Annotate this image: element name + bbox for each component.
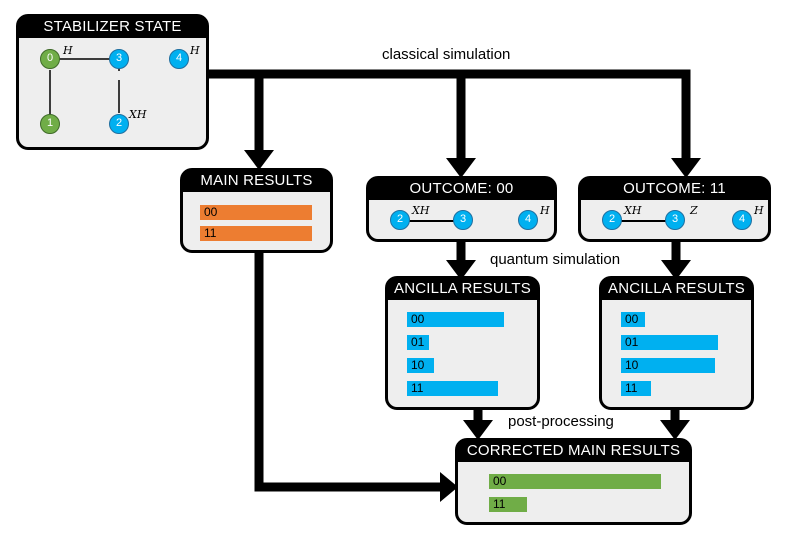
outcome-00-node-2: 2 (390, 210, 410, 230)
graph-node-1: 1 (40, 114, 60, 134)
label-classical-simulation: classical simulation (382, 46, 511, 63)
connector-classical-trunk (207, 69, 691, 160)
arrowhead-main-to-corrected (440, 472, 458, 502)
arrowhead-ancilla11 (661, 260, 691, 280)
outcome-11-gate-node-3: Z (690, 204, 698, 217)
ancilla-results-11-bar-00: 00 (621, 312, 645, 327)
outcome-11-node-4: 4 (732, 210, 752, 230)
label-post-processing: post-processing (508, 413, 614, 430)
ancilla-results-00-title: ANCILLA RESULTS (387, 278, 538, 300)
outcome-11-box: OUTCOME: 11 2 3 4 XH Z H (578, 176, 771, 242)
ancilla-results-11-bar-10: 10 (621, 358, 715, 373)
ancilla-results-00-bar-11: 11 (407, 381, 498, 396)
ancilla-results-11-box: ANCILLA RESULTS 00 01 10 11 (599, 276, 754, 410)
ancilla-results-00-bar-10: 10 (407, 358, 434, 373)
outcome-11-node-3: 3 (665, 210, 685, 230)
main-results-bar-00: 00 (200, 205, 312, 220)
outcome-11-gate-node-2: XH (624, 204, 642, 217)
arrowhead-outcome00 (446, 158, 476, 178)
outcome-11-gate-node-4: H (754, 204, 764, 217)
main-results-box: MAIN RESULTS 00 11 (180, 168, 333, 253)
arrowhead-corrected-left (463, 420, 493, 440)
graph-node-2: 2 (109, 114, 129, 134)
label-quantum-simulation: quantum simulation (490, 251, 621, 268)
main-results-bar-11: 11 (200, 226, 312, 241)
corrected-main-results-box: CORRECTED MAIN RESULTS 00 11 (455, 438, 692, 525)
graph-node-3: 3 (109, 49, 129, 69)
ancilla-results-11-bar-01: 01 (621, 335, 718, 350)
outcome-00-gate-node-4: H (540, 204, 550, 217)
outcome-00-node-3: 3 (453, 210, 473, 230)
ancilla-results-11-bar-11: 11 (621, 381, 651, 396)
ancilla-results-11-title: ANCILLA RESULTS (601, 278, 752, 300)
outcome-00-title: OUTCOME: 00 (368, 178, 555, 200)
gate-label-node-2: XH (129, 108, 147, 121)
outcome-00-node-4: 4 (518, 210, 538, 230)
corrected-main-results-bar-11: 11 (489, 497, 527, 512)
ancilla-results-00-bar-01: 01 (407, 335, 429, 350)
graph-node-4: 4 (169, 49, 189, 69)
arrowhead-outcome11 (671, 158, 701, 178)
outcome-00-edge (404, 220, 461, 222)
outcome-11-node-2: 2 (602, 210, 622, 230)
gate-label-node-0: H (63, 44, 73, 57)
connector-main-to-corrected (254, 252, 442, 492)
gate-label-node-4: H (190, 44, 200, 57)
ancilla-results-00-bar-00: 00 (407, 312, 504, 327)
outcome-11-edge (616, 220, 673, 222)
outcome-00-gate-node-2: XH (412, 204, 430, 217)
arrowhead-corrected-right (660, 420, 690, 440)
corrected-main-results-bar-00: 00 (489, 474, 661, 489)
corrected-main-results-title: CORRECTED MAIN RESULTS (457, 440, 690, 462)
outcome-00-box: OUTCOME: 00 2 3 4 XH H (366, 176, 557, 242)
stabilizer-state-box: STABILIZER STATE 0 1 3 2 4 H XH H (16, 14, 209, 150)
main-results-title: MAIN RESULTS (182, 170, 331, 192)
arrowhead-ancilla00 (446, 260, 476, 280)
outcome-11-title: OUTCOME: 11 (580, 178, 769, 200)
graph-node-0: 0 (40, 49, 60, 69)
stabilizer-state-title: STABILIZER STATE (18, 16, 207, 38)
ancilla-results-00-box: ANCILLA RESULTS 00 01 10 11 (385, 276, 540, 410)
arrowhead-main (244, 150, 274, 170)
